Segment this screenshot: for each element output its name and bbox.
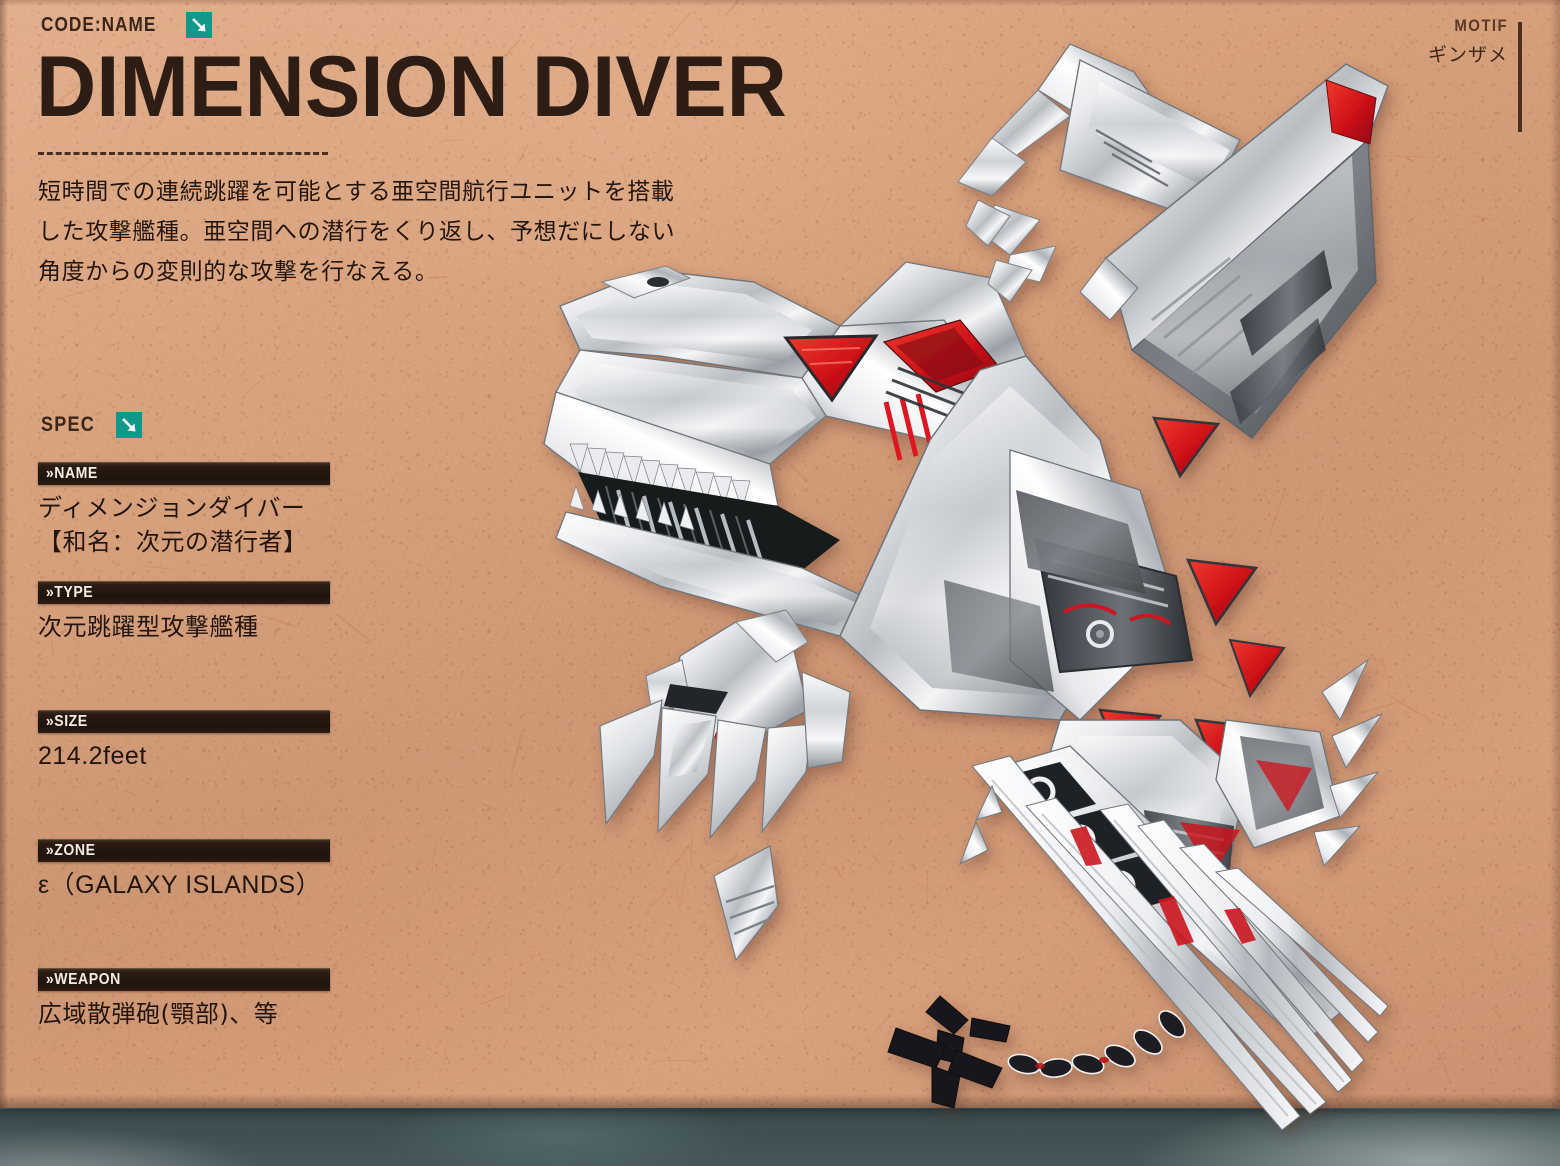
- title-dashed-rule: [38, 152, 328, 155]
- motif-value: ギンザメ: [1427, 44, 1508, 66]
- spec-item: »NAME ディメンジョンダイバー【和名：次元の潜行者】: [38, 462, 338, 559]
- motif-label: MOTIF: [1454, 16, 1508, 35]
- description-text: 短時間での連続跳躍を可能とする亜空間航行ユニットを搭載した攻撃艦種。亜空間への潜…: [38, 179, 676, 285]
- motif-block: MOTIF ギンザメ: [1428, 16, 1508, 67]
- spec-heading-label: SPEC: [41, 413, 96, 436]
- spec-label-text: »SIZE: [45, 712, 88, 730]
- spec-value-text: 次元跳躍型攻撃艦種: [38, 613, 259, 641]
- paper-edge-right: [1550, 0, 1560, 1108]
- codename-label: CODE:NAME: [41, 13, 157, 36]
- paper-edge-bottom: [0, 1094, 1560, 1108]
- page-title: DIMENSION DIVER: [36, 39, 787, 135]
- spec-value-text: ディメンジョンダイバー【和名：次元の潜行者】: [38, 494, 308, 556]
- paper-edge-left: [0, 0, 8, 1108]
- spec-item: »TYPE 次元跳躍型攻撃艦種: [38, 581, 338, 644]
- spec-label-bar: »NAME: [38, 462, 330, 485]
- spec-list: »NAME ディメンジョンダイバー【和名：次元の潜行者】 »TYPE 次元跳躍型攻撃艦…: [38, 462, 338, 1031]
- spec-label-text: »NAME: [45, 464, 98, 482]
- spec-label-text: »TYPE: [45, 583, 94, 601]
- spec-label-bar: »WEAPON: [38, 968, 330, 991]
- creature-illustration: [540, 20, 1440, 1140]
- spec-heading-row: SPEC: [41, 412, 142, 438]
- spec-value-text: 広域散弾砲(顎部)、等: [38, 1000, 279, 1028]
- spec-label-bar: »TYPE: [38, 581, 330, 604]
- codename-row: CODE:NAME: [41, 12, 213, 38]
- spec-item: »WEAPON 広域散弾砲(顎部)、等: [38, 968, 338, 1031]
- arrow-down-right-icon: [186, 12, 213, 38]
- spec-label-bar: »SIZE: [38, 710, 330, 733]
- spec-item: »ZONE ε（GALAXY ISLANDS）: [38, 839, 338, 902]
- spec-value-text: ε（GALAXY ISLANDS）: [38, 871, 322, 899]
- paper-edge-top: [0, 0, 1560, 6]
- spec-value-text: 214.2feet: [38, 742, 147, 770]
- spec-label-bar: »ZONE: [38, 839, 330, 862]
- spec-item: »SIZE 214.2feet: [38, 710, 338, 773]
- spec-label-text: »WEAPON: [45, 970, 121, 988]
- motif-vertical-rule: [1518, 22, 1522, 132]
- arrow-down-right-icon: [115, 412, 142, 438]
- spec-label-text: »ZONE: [45, 841, 96, 859]
